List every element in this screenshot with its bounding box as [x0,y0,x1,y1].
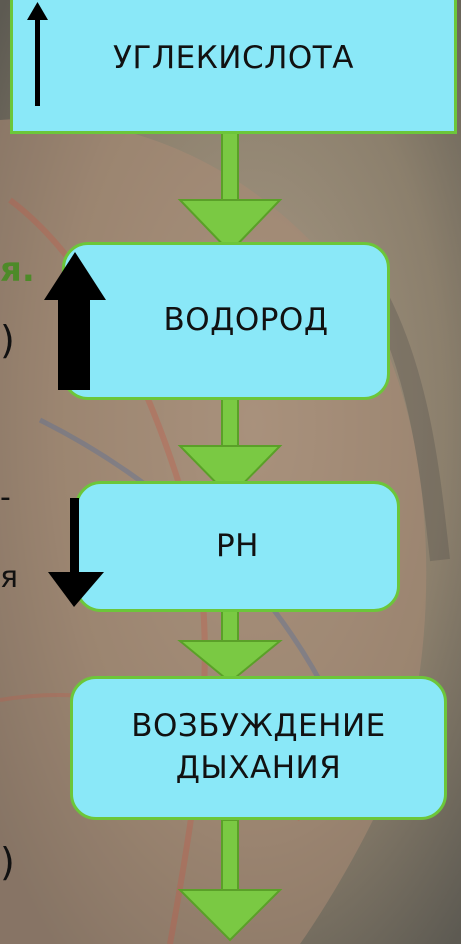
ph-box: РН [75,481,400,612]
flow-arrow-icon [177,121,283,254]
down-arrow-icon [48,498,104,607]
paren-fragment-1: ) [0,318,15,362]
hydrogen-label: ВОДОРОД [163,302,329,339]
co2-label: УГЛЕКИСЛОТА [113,40,354,77]
flow-arrow-icon [177,819,283,942]
excitation-label-line2: ДЫХАНИЯ [175,750,342,786]
ya-fragment: я [0,560,19,595]
up-arrow-icon [44,252,106,390]
paren-fragment-2: ) [0,840,15,884]
up-arrow-icon [27,2,48,106]
excitation-label-line1: ВОЗБУЖДЕНИЕ [131,708,386,745]
co2-box: УГЛЕКИСЛОТА [10,0,457,134]
ph-label: РН [215,527,259,564]
dash-fragment: - [0,480,11,515]
excitation-box: ВОЗБУЖДЕНИЕ ДЫХАНИЯ [70,676,447,820]
green-text-fragment: я. [0,250,35,290]
hydrogen-box: ВОДОРОД [62,242,390,400]
